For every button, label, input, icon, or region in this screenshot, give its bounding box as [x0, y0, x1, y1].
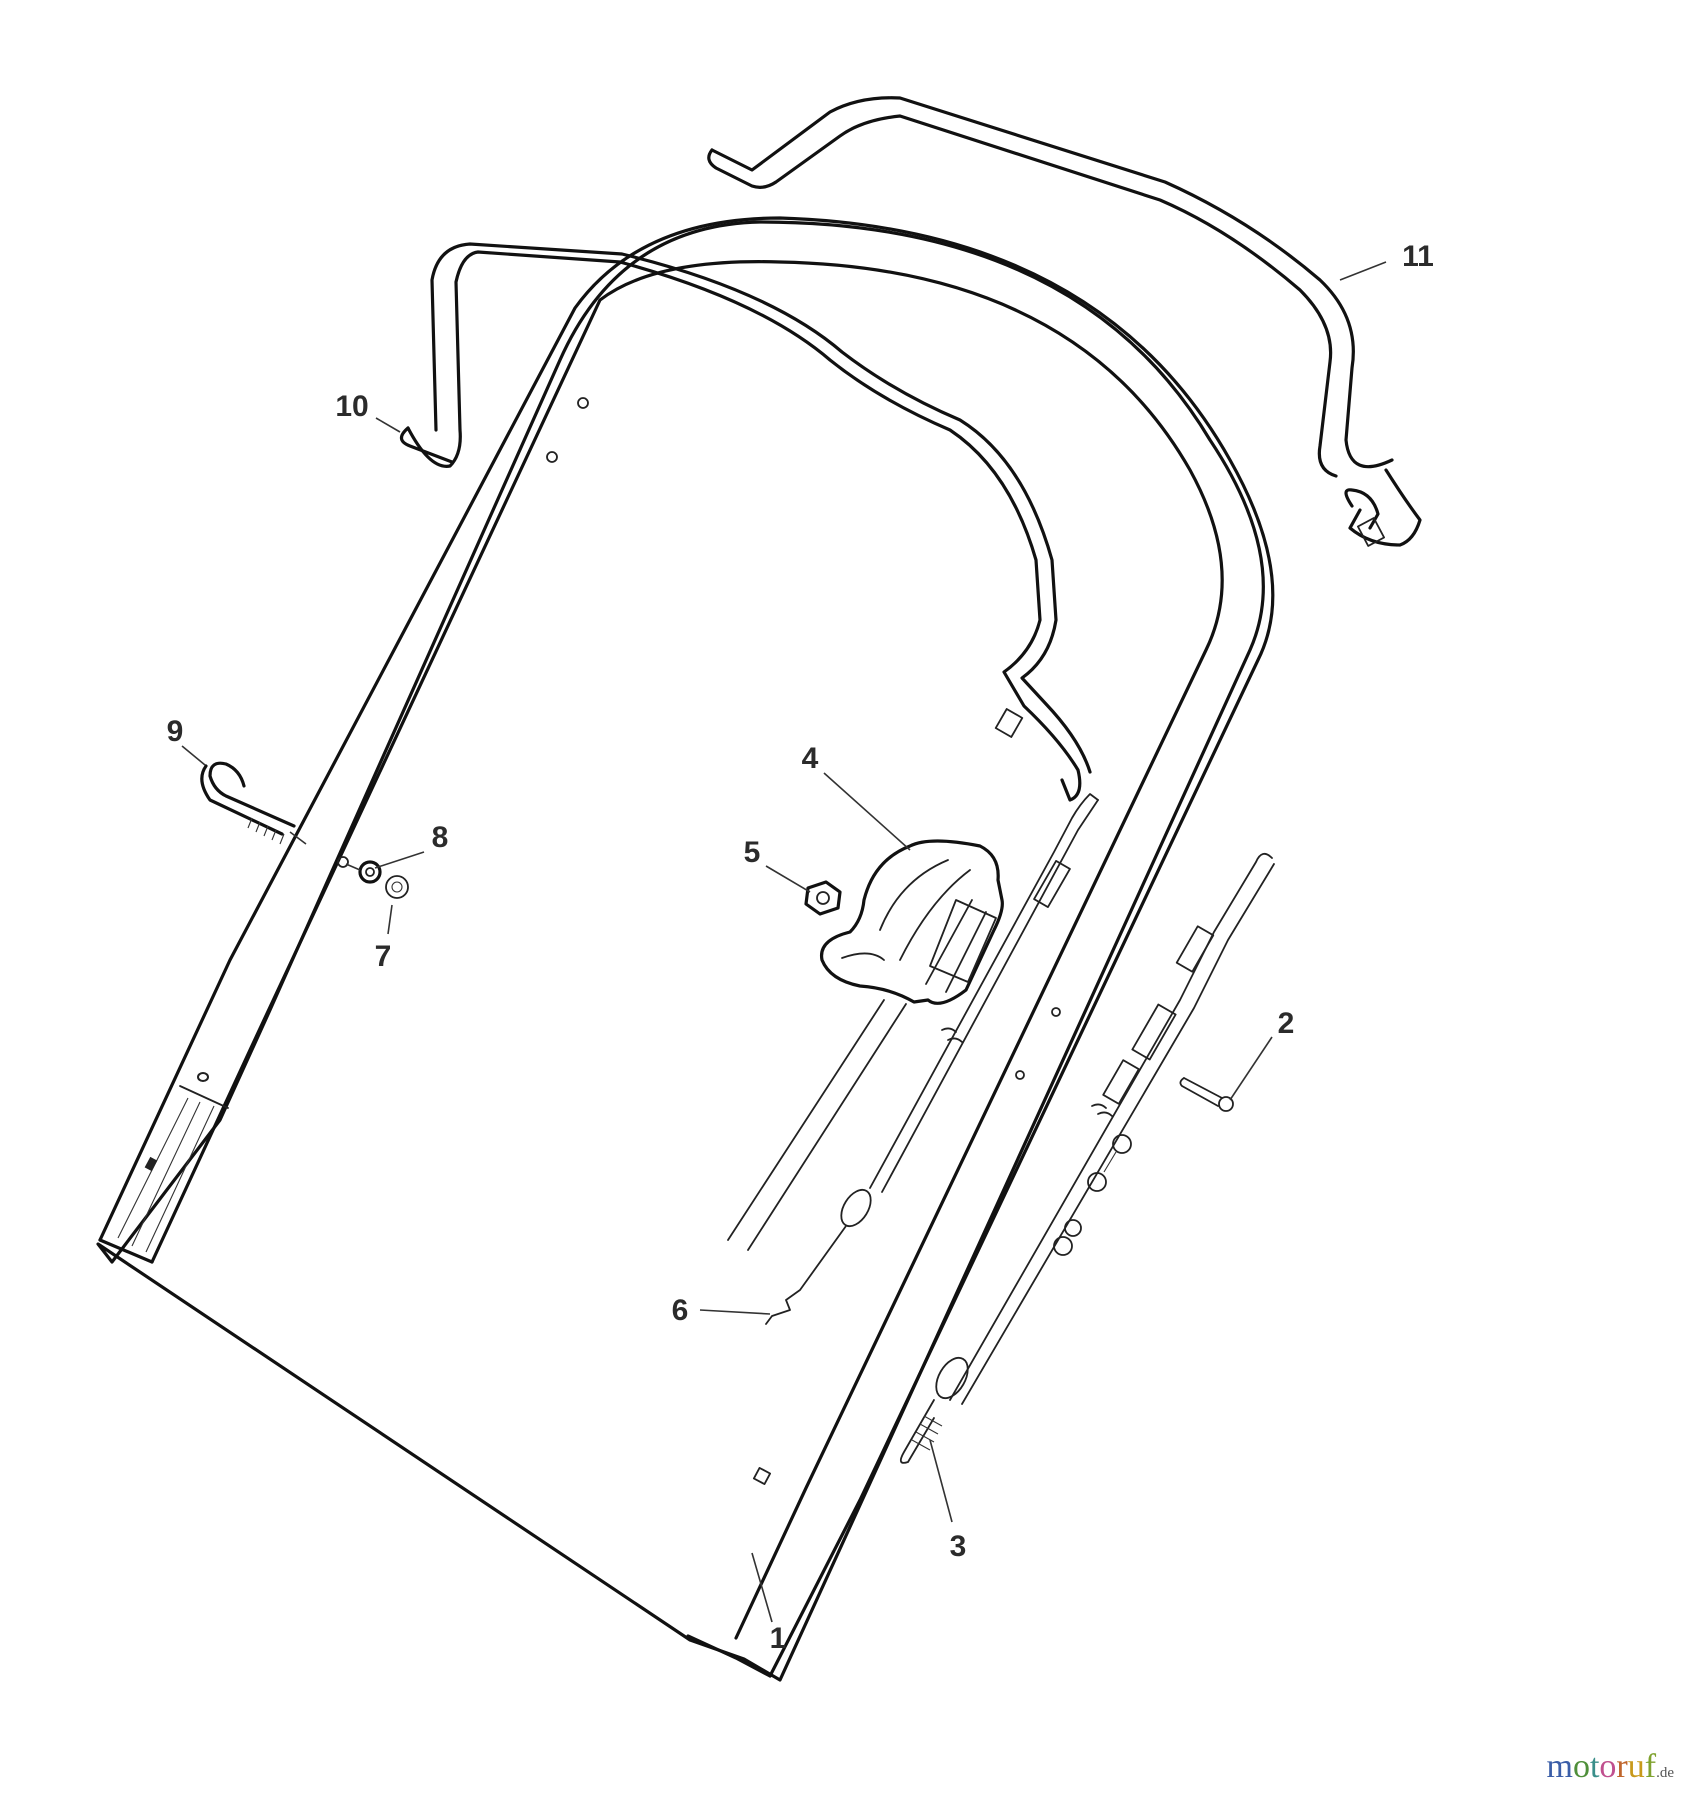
leader-line [751, 1552, 773, 1623]
cable-spring-part-3 [899, 1356, 969, 1464]
callout-number[interactable]: 4 [802, 742, 819, 775]
callout-cable-spring[interactable]: 3 [929, 1439, 967, 1563]
watermark-logo: motoruf.de [1547, 1748, 1674, 1786]
hook-bolt-part-9 [200, 761, 307, 845]
leader-line [1339, 261, 1387, 281]
watermark-letter: m [1546, 1748, 1573, 1785]
watermark-text: motoruf [1547, 1748, 1657, 1785]
lock-nut-part-7 [385, 875, 409, 899]
leader-line [699, 1309, 771, 1315]
callout-number[interactable]: 3 [950, 1530, 967, 1563]
callout-cable-z-end[interactable]: 6 [672, 1294, 771, 1327]
watermark-letter: f [1644, 1748, 1657, 1785]
cable-washers [1053, 1134, 1132, 1256]
callout-control-lever-housing[interactable]: 4 [802, 742, 911, 851]
callout-number[interactable]: 6 [672, 1294, 689, 1327]
callout-lock-nut[interactable]: 7 [375, 904, 393, 973]
leader-line [765, 865, 811, 893]
watermark-domain: .de [1656, 1765, 1674, 1781]
callout-number[interactable]: 7 [375, 940, 392, 973]
callout-cable-hook-bolt[interactable]: 9 [167, 715, 206, 766]
callout-blade-brake-bail-bar[interactable]: 11 [1339, 240, 1434, 281]
nut-part-5 [804, 880, 842, 916]
callout-lower-handle-tube[interactable]: 1 [751, 1552, 787, 1655]
watermark-letter: u [1627, 1748, 1645, 1785]
main-handle-tube [96, 216, 1275, 1682]
leader-line [929, 1439, 953, 1523]
callout-number[interactable]: 11 [1402, 240, 1434, 273]
leader-line [1229, 1036, 1273, 1101]
leader-line [375, 417, 401, 433]
watermark-letter: r [1616, 1748, 1628, 1785]
leader-line [181, 745, 206, 766]
screw-part-2 [1179, 1077, 1234, 1112]
callout-nut[interactable]: 5 [744, 836, 811, 893]
callout-number[interactable]: 8 [432, 821, 449, 854]
leader-line [823, 772, 911, 851]
leader-line [387, 904, 393, 935]
watermark-letter: o [1572, 1748, 1590, 1785]
control-lever-housing [819, 839, 1004, 1005]
control-cables [727, 793, 1275, 1405]
callout-screw[interactable]: 2 [1229, 1007, 1295, 1101]
leader-line [374, 851, 425, 869]
brake-bail-bar [707, 96, 1422, 547]
drive-bail-bar [399, 242, 1092, 802]
callout-number[interactable]: 5 [744, 836, 761, 869]
callout-number[interactable]: 1 [770, 1622, 787, 1655]
callout-washer[interactable]: 8 [374, 821, 449, 869]
washer-part-8 [345, 860, 382, 884]
callout-number[interactable]: 9 [167, 715, 184, 748]
callout-labels: 1 2 3 4 5 6 7 8 9 10 11 [167, 240, 1434, 1655]
callout-number[interactable]: 2 [1278, 1007, 1295, 1040]
callout-drive-bail-bar[interactable]: 10 [335, 390, 401, 433]
callout-number[interactable]: 10 [335, 390, 368, 423]
watermark-letter: o [1599, 1748, 1617, 1785]
watermark-letter: t [1589, 1748, 1600, 1785]
